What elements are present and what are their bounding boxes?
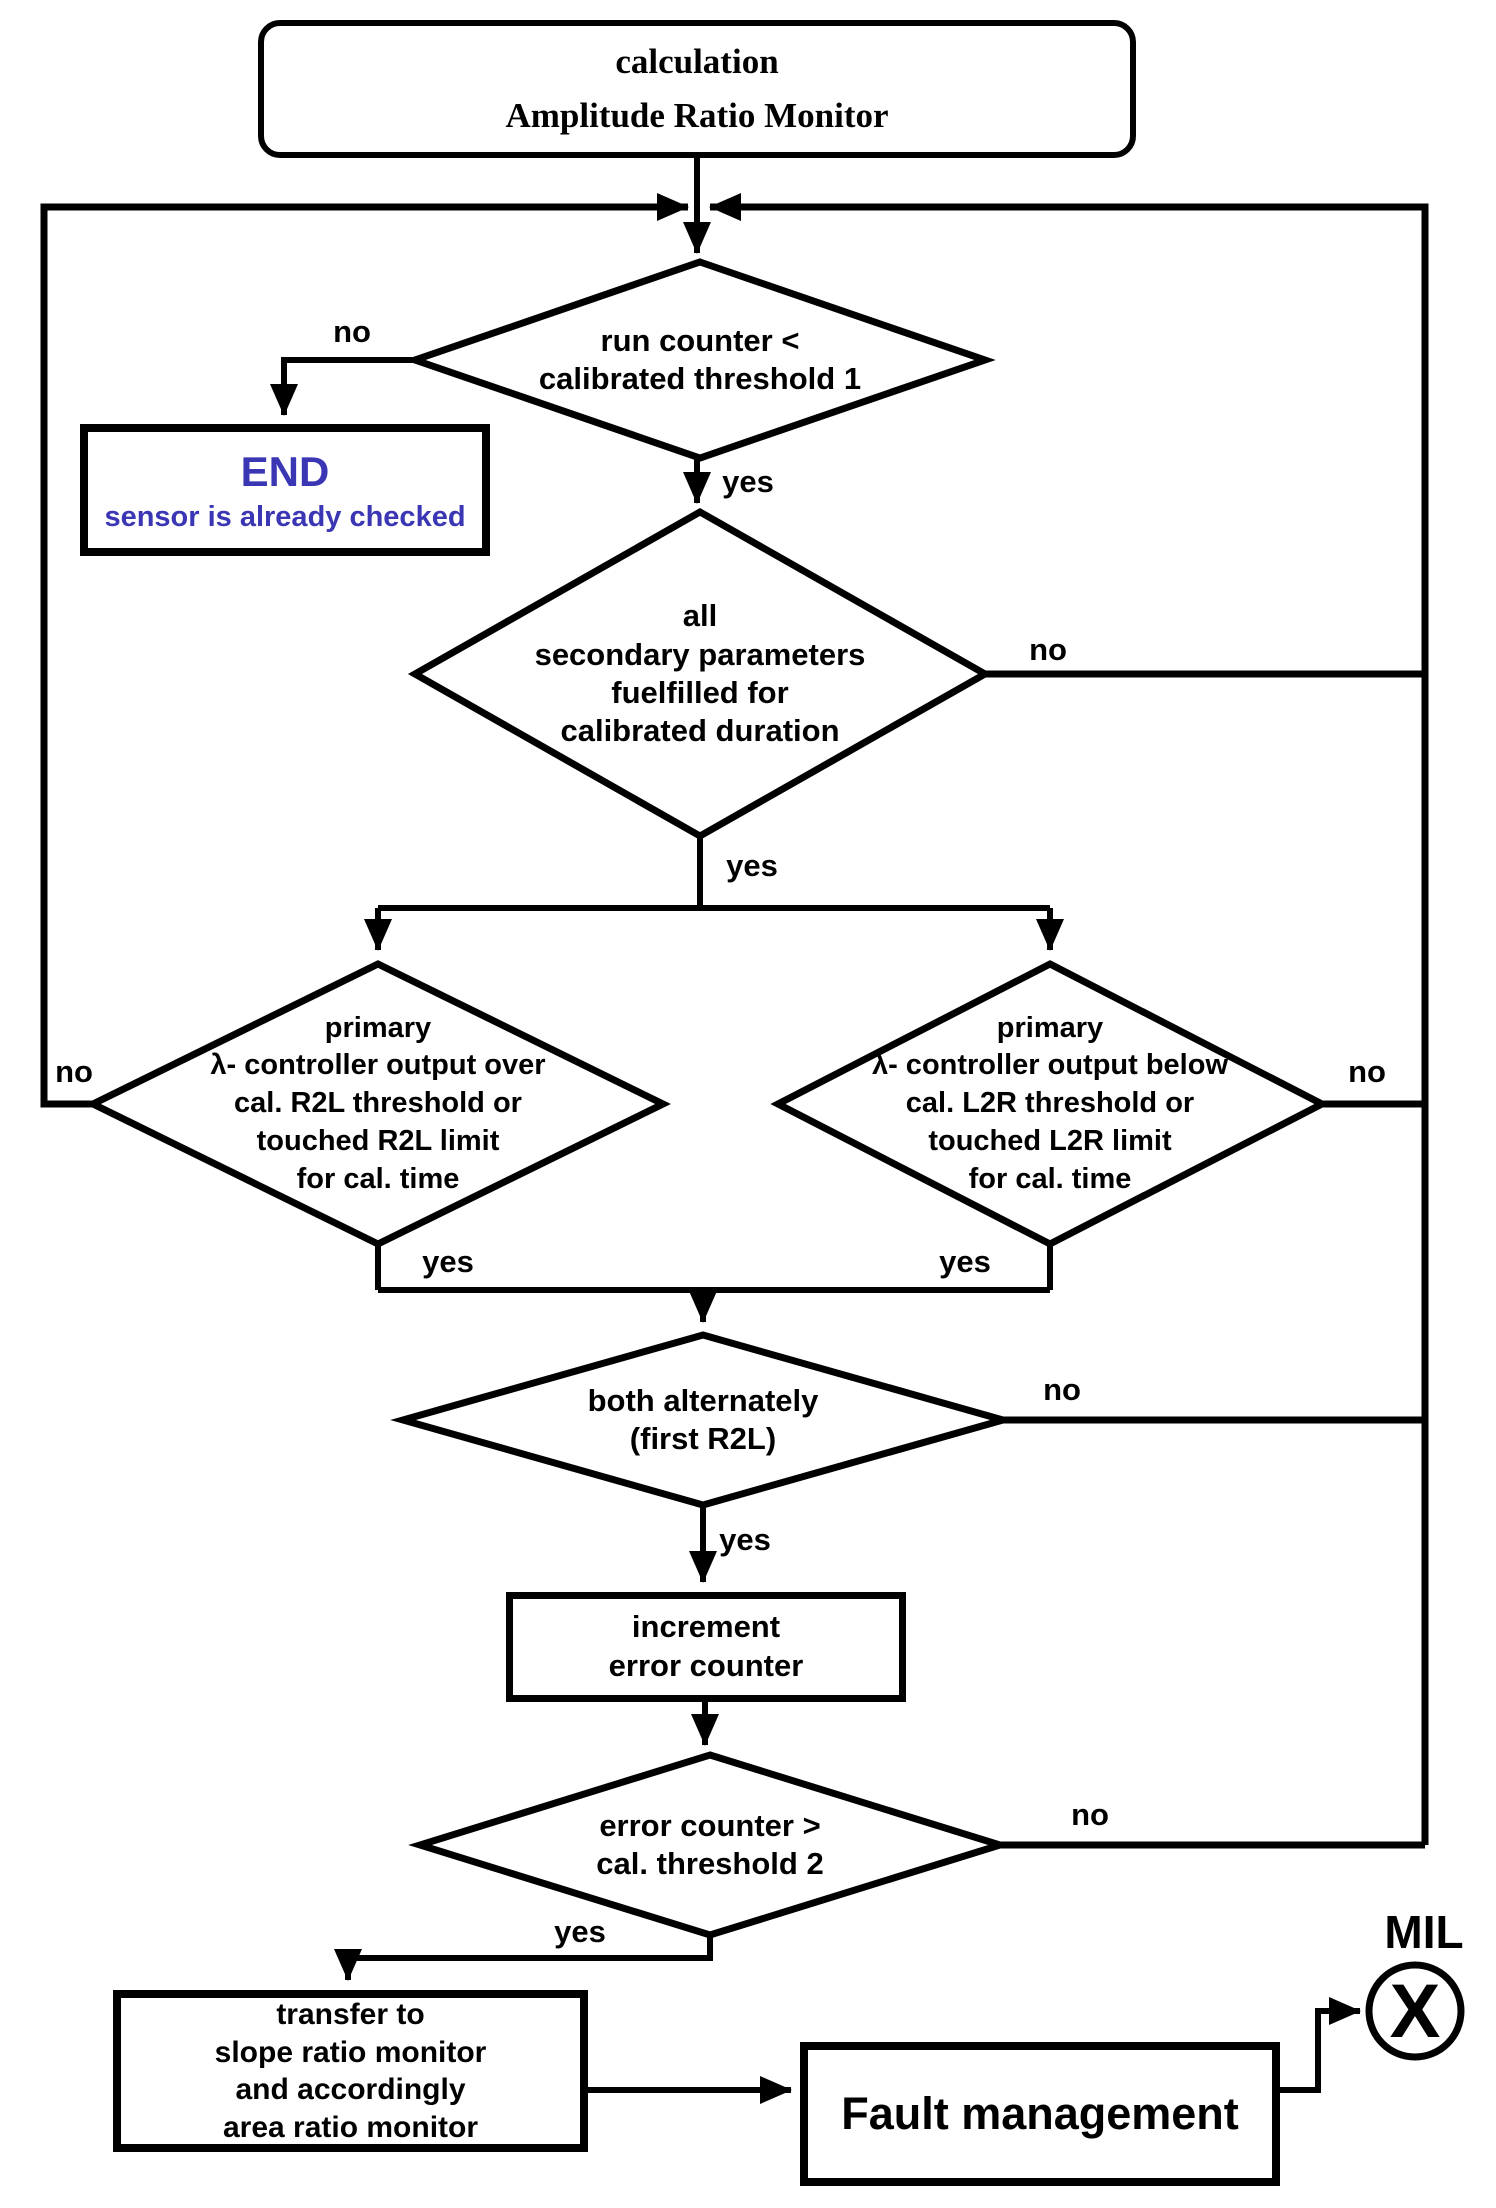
- edge-label-secondary-no: no: [1029, 632, 1067, 667]
- edge-run-counter-no-to-end: [270, 357, 415, 416]
- fault-management-node: Fault management: [800, 2042, 1280, 2186]
- end-node-title: END: [240, 447, 330, 495]
- transfer-node: transfer to slope ratio monitor and acco…: [113, 1990, 588, 2152]
- edge-label-run-counter-no: no: [333, 314, 371, 349]
- decision-error-counter-shape: [408, 1751, 1012, 1939]
- edge-label-error-yes: yes: [554, 1914, 606, 1949]
- decision-both-alternately-text: both alternately (first R2L): [587, 1382, 819, 1456]
- edge-label-both-no: no: [1043, 1372, 1081, 1407]
- decision-error-counter-text: error counter > cal. threshold 2: [596, 1807, 824, 1881]
- mil-label: MIL: [1384, 1906, 1464, 1958]
- end-node: END sensor is already checked: [80, 424, 490, 556]
- edge-label-l2r-no: no: [1348, 1054, 1386, 1089]
- edge-label-r2l-yes: yes: [422, 1244, 474, 1279]
- transfer-line: slope ratio monitor: [214, 2035, 487, 2069]
- transfer-line: and accordingly: [235, 2073, 466, 2106]
- decision-secondary-params-shape: [407, 507, 993, 841]
- edge-feedback-left-r2l-no: [40, 193, 689, 1108]
- decision-both-alternately-shape: [390, 1331, 1016, 1509]
- increment-line: increment: [631, 1609, 781, 1645]
- mil-lamp-icon: [1365, 1961, 1465, 2061]
- edge-label-both-yes: yes: [719, 1522, 771, 1557]
- decision-run-counter-shape: [404, 258, 996, 462]
- decision-secondary-params-text: all secondary parameters fuelfilled for …: [534, 598, 866, 749]
- edge-label-run-counter-yes: yes: [722, 464, 774, 499]
- decision-lambda-l2r-text: primary λ- controller output below cal. …: [871, 1011, 1229, 1195]
- mil-lamp-x-glyph: X: [1389, 1968, 1441, 2054]
- fault-management-label: Fault management: [841, 2087, 1239, 2139]
- decision-lambda-l2r-shape: [770, 960, 1330, 1248]
- start-node-line: calculation: [615, 41, 779, 81]
- edge-error-yes-to-transfer: [334, 1935, 713, 1981]
- start-node: calculation Amplitude Ratio Monitor: [258, 20, 1136, 158]
- transfer-line: area ratio monitor: [222, 2110, 479, 2144]
- edge-label-secondary-yes: yes: [726, 848, 778, 883]
- transfer-line: transfer to: [276, 1998, 425, 2031]
- increment-line: error counter: [608, 1648, 804, 1683]
- decision-run-counter-text: run counter < calibrated threshold 1: [538, 322, 862, 396]
- edge-label-r2l-no: no: [55, 1054, 93, 1089]
- edge-label-l2r-yes: yes: [939, 1244, 991, 1279]
- edge-fault-to-mil: [1280, 1997, 1361, 2093]
- edge-label-error-no: no: [1071, 1797, 1109, 1832]
- decision-lambda-r2l-text: primary λ- controller output over cal. R…: [210, 1011, 546, 1195]
- start-node-line: Amplitude Ratio Monitor: [505, 96, 889, 135]
- end-node-subtitle: sensor is already checked: [104, 501, 466, 534]
- edge-feedback-right-spine: [709, 193, 1429, 1845]
- increment-error-counter-node: increment error counter: [506, 1592, 906, 1702]
- decision-lambda-r2l-shape: [85, 960, 671, 1248]
